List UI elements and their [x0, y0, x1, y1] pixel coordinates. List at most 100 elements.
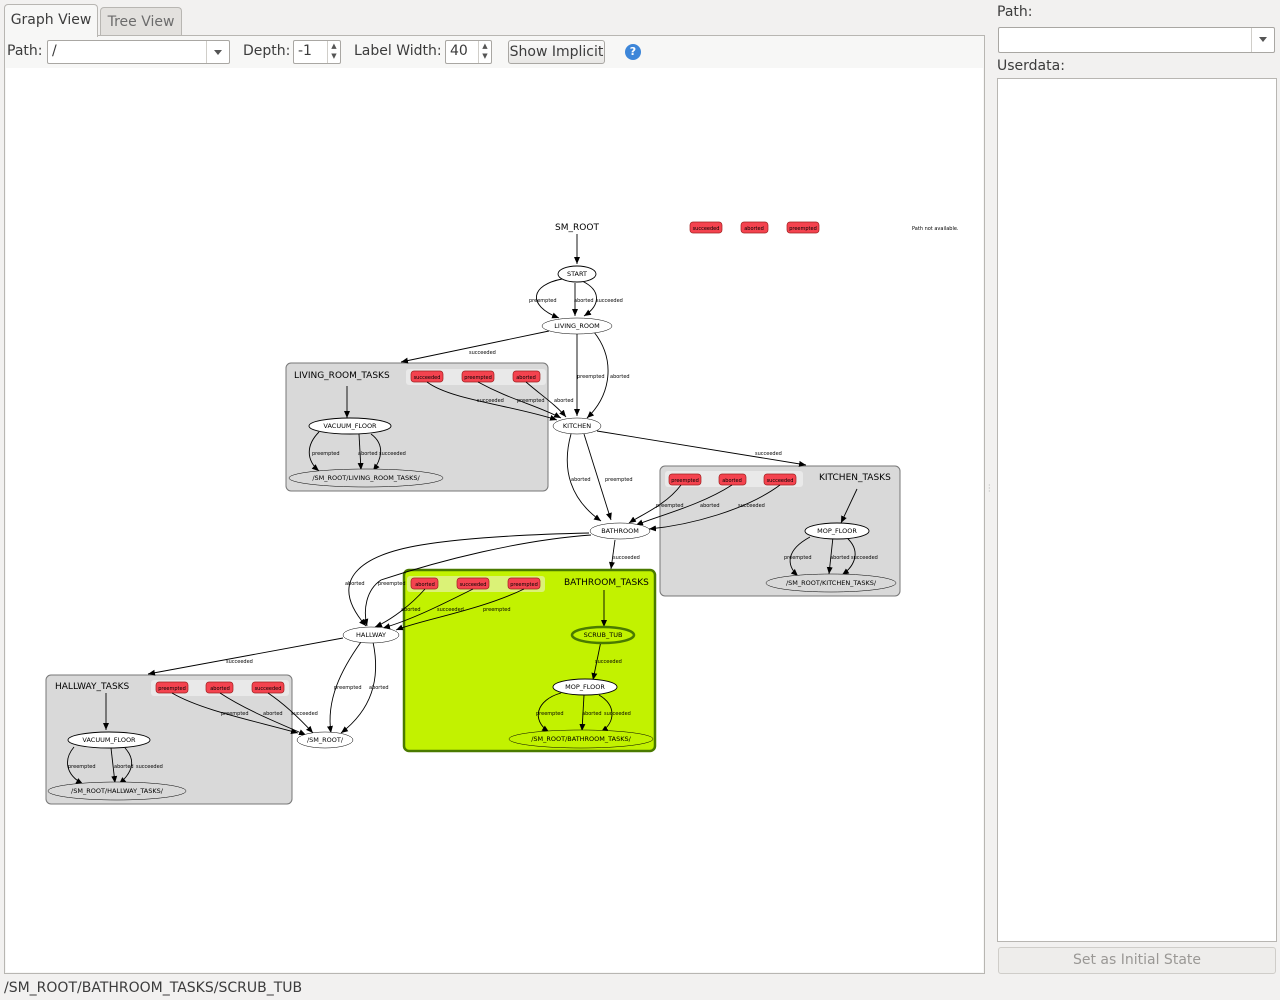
help-icon[interactable]: ?	[625, 44, 641, 60]
edge-label: preempted	[517, 398, 545, 404]
edge-label: preempted	[656, 503, 684, 509]
state-kitchen[interactable]: KITCHEN	[552, 417, 602, 435]
outcome-label: aborted	[744, 226, 764, 232]
state-label: KITCHEN	[563, 422, 591, 430]
outcome-label: preempted	[789, 226, 817, 232]
splitter-handle[interactable]: ···	[988, 481, 991, 496]
path-label: Path:	[7, 43, 43, 59]
state-bathroom-end[interactable]: /SM_ROOT/BATHROOM_TASKS/	[508, 729, 654, 749]
outcome-preempted[interactable]	[668, 473, 702, 486]
spin-arrows-icon[interactable]: ▲▼	[327, 41, 340, 63]
edge-label: succeeded	[595, 659, 622, 665]
container-title: HALLWAY_TASKS	[55, 682, 130, 692]
state-living-vacuum-floor[interactable]: VACUUM_FLOOR	[308, 417, 392, 435]
edge-label: succeeded	[755, 451, 782, 457]
state-label: HALLWAY	[356, 631, 386, 639]
tab-tree-view[interactable]: Tree View	[100, 7, 182, 36]
edge-label: preempted	[605, 477, 633, 483]
state-living-room[interactable]: LIVING_ROOM	[541, 317, 613, 335]
outcome-aborted[interactable]	[718, 473, 747, 486]
edge-label: aborted	[369, 685, 389, 691]
state-hallway[interactable]: HALLWAY	[342, 626, 400, 644]
edge-label: succeeded	[379, 451, 406, 457]
status-bar: /SM_ROOT/BATHROOM_TASKS/SCRUB_TUB	[4, 980, 303, 996]
edge-label: preempted	[221, 711, 249, 717]
state-living-end[interactable]: /SM_ROOT/LIVING_ROOM_TASKS/	[288, 468, 444, 488]
depth-value: -1	[298, 43, 312, 59]
root-outcome-preempted[interactable]: preempted	[786, 221, 820, 234]
edge-label: aborted	[571, 477, 591, 483]
container-living-room-tasks[interactable]: LIVING_ROOM_TASKS succeeded preempted ab…	[285, 362, 549, 492]
graph-canvas[interactable]: SM_ROOT succeeded aborted preempted Path…	[6, 68, 983, 972]
sm-root-label: SM_ROOT	[555, 223, 599, 233]
state-kitchen-end[interactable]: /SM_ROOT/KITCHEN_TASKS/	[765, 573, 897, 593]
right-path-label: Path:	[997, 4, 1033, 20]
edge-label: aborted	[401, 607, 421, 613]
edge-label: preempted	[536, 711, 564, 717]
edge-label: aborted	[582, 711, 602, 717]
outcome-aborted[interactable]	[205, 681, 234, 694]
chevron-down-icon[interactable]	[206, 41, 229, 63]
tab-graph-view[interactable]: Graph View	[4, 4, 98, 37]
state-start[interactable]: START	[557, 265, 597, 283]
edge-label: preempted	[577, 374, 605, 380]
container-bathroom-tasks[interactable]: BATHROOM_TASKS aborted succeeded preempt…	[402, 568, 657, 753]
label-width-spinbox[interactable]: 40 ▲▼	[445, 40, 492, 64]
state-label: /SM_ROOT/BATHROOM_TASKS/	[531, 735, 631, 743]
state-hallway-end[interactable]: /SM_ROOT/HALLWAY_TASKS/	[47, 781, 187, 801]
userdata-textarea[interactable]	[997, 78, 1277, 942]
path-combobox[interactable]: /	[47, 40, 230, 64]
state-sm-root-end[interactable]: /SM_ROOT/	[296, 731, 354, 749]
state-bathroom[interactable]: BATHROOM	[589, 522, 651, 540]
container-title: KITCHEN_TASKS	[819, 473, 891, 483]
state-hallway-vacuum-floor[interactable]: VACUUM_FLOOR	[67, 731, 151, 749]
depth-label: Depth:	[243, 43, 291, 59]
edge-label: aborted	[574, 298, 594, 304]
set-initial-state-button[interactable]: Set as Initial State	[998, 947, 1276, 974]
edge-label: aborted	[610, 374, 630, 380]
container-title: BATHROOM_TASKS	[564, 578, 649, 588]
edge-label: succeeded	[291, 711, 318, 717]
chevron-down-icon[interactable]	[1251, 28, 1274, 52]
edge-label: aborted	[554, 398, 574, 404]
state-label: VACUUM_FLOOR	[323, 422, 377, 430]
edge-label: aborted	[700, 503, 720, 509]
state-machine-graph: SM_ROOT succeeded aborted preempted Path…	[45, 221, 959, 805]
edge-label: succeeded	[604, 711, 631, 717]
graph-toolbar: Path: / Depth: -1 ▲▼ Label Width: 40 ▲▼ …	[5, 36, 984, 68]
label-width-value: 40	[450, 43, 468, 59]
state-label: BATHROOM	[601, 527, 639, 535]
right-path-combobox[interactable]	[998, 27, 1275, 53]
edge-label: succeeded	[477, 398, 504, 404]
edge-label: aborted	[263, 711, 283, 717]
spin-arrows-icon[interactable]: ▲▼	[478, 41, 491, 63]
state-kitchen-mop-floor[interactable]: MOP_FLOOR	[804, 522, 870, 540]
state-label: LIVING_ROOM	[554, 322, 599, 330]
depth-spinbox[interactable]: -1 ▲▼	[293, 40, 341, 64]
outcome-label: succeeded	[255, 686, 282, 692]
edge-label: succeeded	[469, 350, 496, 356]
show-implicit-button[interactable]: Show Implicit	[508, 40, 605, 64]
root-outcome-succeeded[interactable]: succeeded	[689, 221, 723, 234]
state-scrub-tub[interactable]: SCRUB_TUB	[570, 625, 636, 645]
outcome-label: preempted	[510, 582, 538, 588]
label-width-label: Label Width:	[354, 43, 442, 59]
root-outcome-aborted[interactable]: aborted	[740, 221, 769, 234]
state-bathroom-mop-floor[interactable]: MOP_FLOOR	[552, 678, 618, 696]
path-value: /	[52, 43, 57, 59]
container-kitchen-tasks[interactable]: KITCHEN_TASKS preempted aborted succeede…	[659, 465, 901, 597]
edge-label: aborted	[345, 581, 365, 587]
state-label: /SM_ROOT/HALLWAY_TASKS/	[71, 787, 164, 795]
outcome-label: aborted	[516, 375, 536, 381]
state-label: /SM_ROOT/	[307, 736, 344, 744]
edge-label: aborted	[358, 451, 378, 457]
container-hallway-tasks[interactable]: HALLWAY_TASKS preempted aborted succeede…	[45, 674, 293, 805]
edge-label: succeeded	[136, 764, 163, 770]
outcome-label: succeeded	[693, 226, 720, 232]
state-label: MOP_FLOOR	[565, 683, 605, 691]
graph-view-panel: Path: / Depth: -1 ▲▼ Label Width: 40 ▲▼ …	[4, 35, 985, 974]
userdata-label: Userdata:	[997, 58, 1065, 74]
state-label: /SM_ROOT/LIVING_ROOM_TASKS/	[312, 474, 420, 482]
state-label: VACUUM_FLOOR	[82, 736, 136, 744]
edge-label: preempted	[68, 764, 96, 770]
